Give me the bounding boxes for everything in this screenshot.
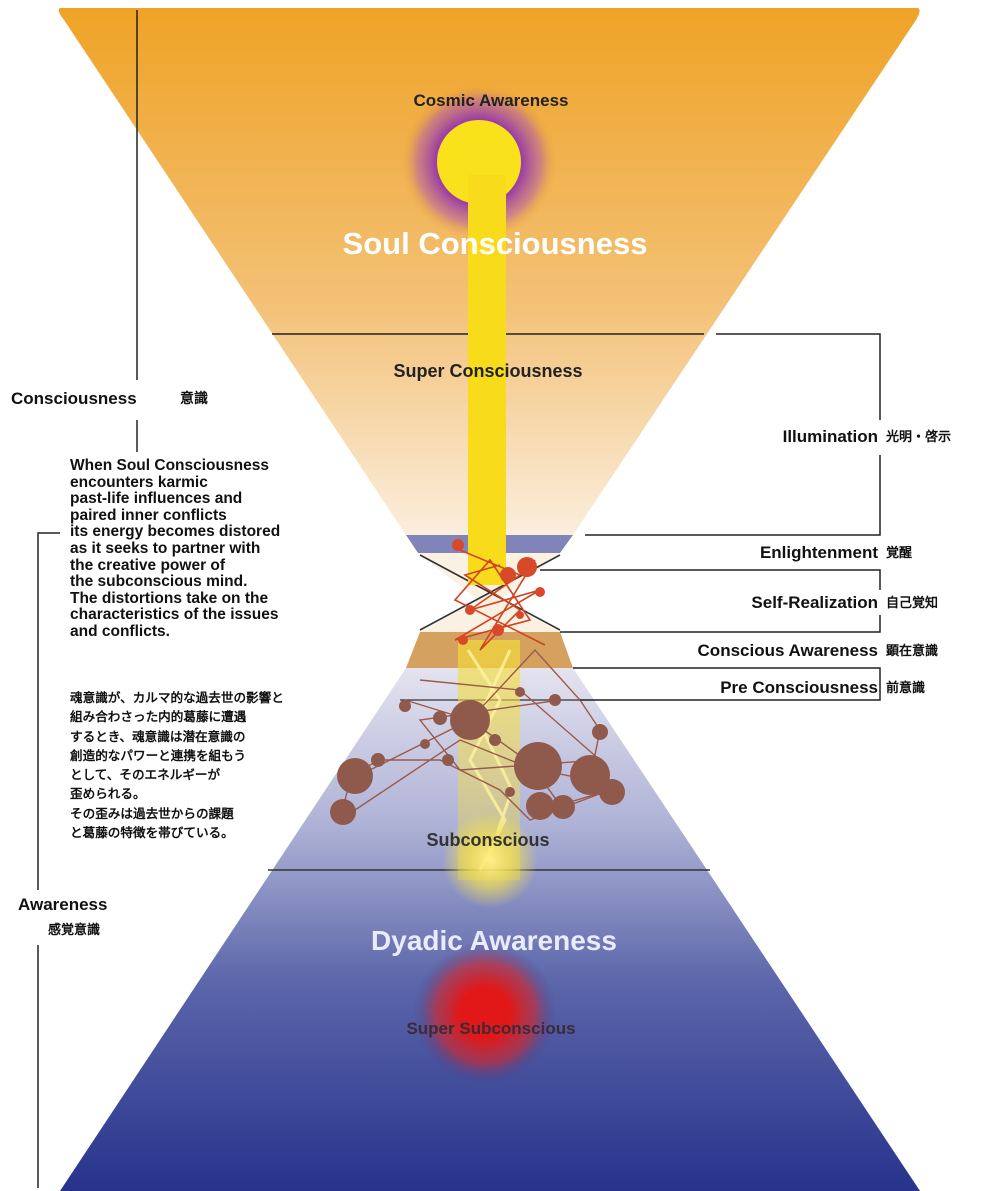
pre-consciousness-label: Pre Consciousness	[720, 678, 878, 697]
left-bracket-lines	[37, 10, 138, 1188]
self-realization-label: Self-Realization	[751, 593, 878, 612]
conscious-awareness-label: Conscious Awareness	[698, 641, 878, 660]
description-english: When Soul Consciousness encounters karmi…	[70, 457, 370, 641]
description-line: past-life influences and	[70, 490, 243, 508]
karmic-knot	[453, 547, 546, 651]
pre-consciousness-label-ja: 前意識	[886, 680, 925, 696]
description-ja-line: として、そのエネルギーが	[70, 767, 221, 783]
lower-cone	[60, 668, 920, 1191]
awareness-label-ja: 感覚意識	[48, 922, 100, 938]
consciousness-label-ja: 意識	[180, 390, 208, 407]
energy-beam	[468, 175, 506, 585]
description-ja-line: 魂意識が、カルマ的な過去世の影響と	[70, 690, 284, 705]
conscious-awareness-label-ja: 顕在意識	[886, 643, 938, 659]
description-line: as it seeks to partner with	[70, 539, 261, 557]
description-line: characteristics of the issues	[70, 606, 279, 624]
description-line: paired inner conflicts	[70, 506, 227, 524]
super-consciousness-label: Super Consciousness	[393, 361, 582, 381]
illumination-label: Illumination	[783, 427, 878, 446]
karmic-knot-nodes	[452, 539, 545, 645]
awareness-label: Awareness	[18, 895, 107, 914]
description-ja-line: その歪みは過去世からの課題	[70, 805, 234, 821]
illumination-label-ja: 光明・啓示	[885, 429, 951, 445]
enlightenment-label: Enlightenment	[760, 543, 878, 562]
description-line: encounters karmic	[70, 473, 208, 491]
enlightenment-label-ja: 覚醒	[885, 545, 912, 561]
right-bracket-lines	[540, 333, 881, 701]
description-line: The distortions take on the	[70, 589, 269, 607]
description-line: the creative power of	[70, 556, 226, 574]
subconscious-yellow-glow	[442, 812, 538, 908]
description-line: When Soul Consciousness	[70, 457, 269, 474]
description-ja-line: 創造的なパワーと連携を組もう	[70, 747, 246, 763]
description-ja-line: 歪められる。	[70, 786, 146, 802]
description-line: the subconscious mind.	[70, 573, 248, 591]
cosmic-awareness-label: Cosmic Awareness	[414, 91, 569, 110]
description-ja-line: 組み合わさった内的葛藤に遭遇	[70, 709, 247, 725]
super-subconscious-glow	[413, 941, 557, 1085]
karmic-network-nodes	[330, 687, 625, 825]
dyadic-awareness-label: Dyadic Awareness	[371, 925, 617, 956]
description-ja-line: するとき、魂意識は潜在意識の	[70, 728, 246, 744]
description-japanese: 魂意識が、カルマ的な過去世の影響と 組み合わさった内的葛藤に遭遇 するとき、魂意…	[70, 688, 390, 842]
self-realization-label-ja: 自己覚知	[886, 595, 938, 611]
consciousness-label: Consciousness	[11, 389, 137, 408]
soul-consciousness-label: Soul Consciousness	[343, 226, 648, 261]
description-ja-line: と葛藤の特徴を帯びている。	[70, 825, 234, 841]
super-subconscious-label: Super Subconscious	[406, 1019, 575, 1038]
description-line: and conflicts.	[70, 622, 170, 640]
subconscious-label: Subconscious	[426, 830, 549, 850]
description-line: its energy becomes distored	[70, 523, 281, 541]
